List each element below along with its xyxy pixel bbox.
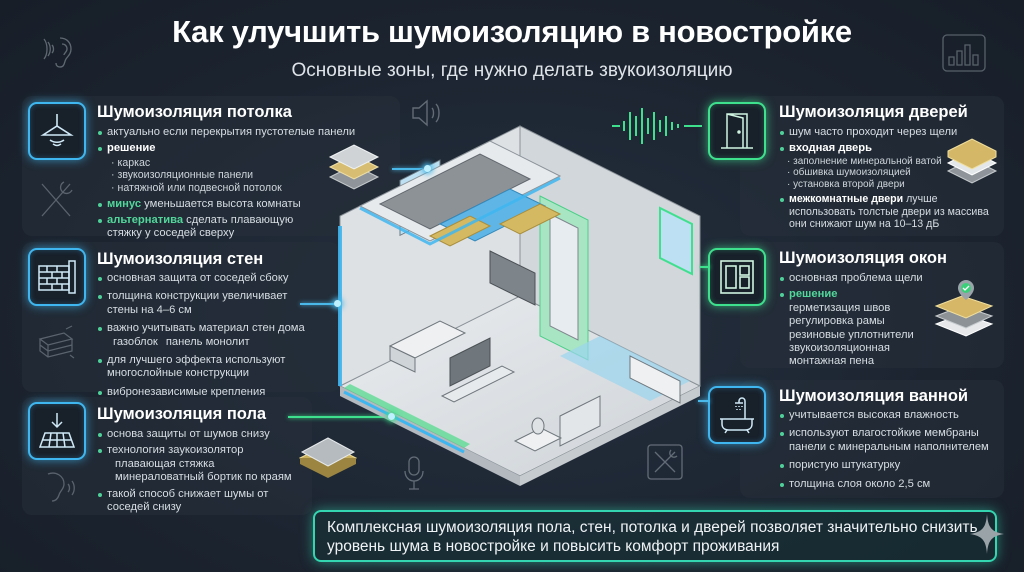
list-subitem: каркас xyxy=(97,157,387,170)
list-subitem: плавающая стяжка xyxy=(115,457,215,470)
list-item: основная защита от соседей сбоку xyxy=(97,272,327,285)
list-subitem: обшивка шумоизоляцией xyxy=(779,167,999,179)
list-subitem: резиновые уплотнители xyxy=(789,328,914,341)
ceiling-icon-box xyxy=(28,102,86,160)
bathroom-icon-box xyxy=(708,386,766,444)
list-subitem: регулировка рамы xyxy=(789,315,885,328)
list-subitem: звукоизоляционные панели xyxy=(97,169,387,182)
sparkle-icon xyxy=(970,514,1004,554)
sound-wave-icon xyxy=(612,108,702,144)
walls-title: Шумоизоляция стен xyxy=(97,250,264,268)
list-item: толщина слоя около 2,5 см xyxy=(779,478,1001,491)
list-subitem: герметизация швов xyxy=(789,301,891,314)
equalizer-chart-icon xyxy=(942,34,986,72)
page-subtitle: Основные зоны, где нужно делать звукоизо… xyxy=(291,60,733,81)
wall-blocks-icon xyxy=(38,325,75,359)
list-item: шум часто проходит через щели xyxy=(779,126,999,139)
page-title: Как улучшить шумоизоляцию в новостройке xyxy=(172,14,852,49)
list-item: вибронезависимые крепления xyxy=(97,386,327,399)
bathroom-panel xyxy=(740,380,1004,498)
brick-wall-icon xyxy=(38,260,76,294)
list-subitem: звукоизоляционная xyxy=(789,342,890,355)
windows-connector xyxy=(700,266,710,268)
door-icon xyxy=(721,113,753,149)
ceiling-layers-icon xyxy=(328,144,380,190)
list-item: основная проблема щели xyxy=(779,272,939,285)
walls-icon-box xyxy=(28,248,86,306)
list-subitem: заполнение минеральной ватой xyxy=(779,156,999,168)
ear-icon xyxy=(47,472,75,502)
floor-title: Шумоизоляция пола xyxy=(97,405,267,423)
list-item: альтернатива сделать плавающую стяжку у … xyxy=(97,214,307,241)
apartment-isometric-illustration xyxy=(338,125,702,486)
windows-title: Шумоизоляция окон xyxy=(779,249,947,267)
floor-list: основа защиты от шумов снизу технология … xyxy=(97,428,307,517)
speaker-sound-icon xyxy=(412,99,440,127)
floor-layers-icon xyxy=(298,437,358,478)
ear-sound-icon xyxy=(43,37,72,68)
list-item: используют влагостойкие мембраны панели … xyxy=(779,427,1001,454)
bathtub-shower-icon xyxy=(720,397,754,434)
list-subitem: установка второй двери xyxy=(779,179,999,191)
list-item: актуально если перекрытия пустотелые пан… xyxy=(97,126,387,139)
list-item: минус уменьшается высота комнаты xyxy=(97,198,387,211)
list-item: важно учитывать материал стен дома xyxy=(97,322,327,335)
list-item: технология заукоизолятор xyxy=(97,444,307,457)
walls-connector-dot xyxy=(334,300,341,307)
bathroom-list: учитывается высокая влажность используют… xyxy=(779,409,1001,494)
ceiling-title: Шумоизоляция потолка xyxy=(97,103,292,121)
list-subitem: монтажная пена xyxy=(789,355,875,368)
window-seal-layers-icon xyxy=(934,280,994,337)
bathroom-title: Шумоизоляция ванной xyxy=(779,387,969,405)
list-subitem: минераловатный бортик по краям xyxy=(115,471,292,484)
summary-banner: Комплексная шумоизоляция пола, стен, пот… xyxy=(313,510,997,562)
windows-icon-box xyxy=(708,248,766,306)
door-layers-icon xyxy=(946,138,998,184)
wrench-screwdriver-icon xyxy=(41,181,73,217)
list-item: учитывается высокая влажность xyxy=(779,409,1001,422)
ceiling-list: актуально если перекрытия пустотелые пан… xyxy=(97,126,387,244)
list-item: решение xyxy=(779,288,939,301)
doors-title: Шумоизоляция дверей xyxy=(779,103,968,121)
microphone-icon xyxy=(404,456,424,490)
doors-list: шум часто проходит через щели входная дв… xyxy=(779,126,999,234)
list-subitem: натяжной или подвесной потолок xyxy=(97,182,387,195)
ceiling-lamp-icon xyxy=(40,114,74,147)
floor-connector-dot xyxy=(388,413,395,420)
tools-icon xyxy=(647,444,683,480)
floor-connector xyxy=(288,416,388,418)
ceiling-connector xyxy=(392,168,428,170)
list-item: решение xyxy=(97,142,387,155)
list-item: основа защиты от шумов снизу xyxy=(97,428,307,441)
list-item: такой способ снижает шумы от соседей сни… xyxy=(97,488,277,515)
list-item: межкомнатные двери лучше использовать то… xyxy=(779,193,999,230)
bathroom-connector xyxy=(698,400,710,402)
walls-connector xyxy=(300,303,336,305)
list-item: толщина конструкции увеличивает стены на… xyxy=(97,290,317,317)
list-item: для лучшего эффекта используют многослой… xyxy=(97,354,317,381)
floor-tiles-arrow-icon xyxy=(38,413,76,448)
walls-list: основная защита от соседей сбоку толщина… xyxy=(97,272,327,402)
floor-icon-box xyxy=(28,402,86,460)
doors-icon-box xyxy=(708,102,766,160)
ceiling-connector-dot xyxy=(424,165,431,172)
window-icon xyxy=(720,260,754,294)
windows-list: основная проблема щели решение герметиза… xyxy=(779,272,939,369)
list-item: пористую штукатурку xyxy=(779,459,1001,472)
list-item: входная дверь xyxy=(779,142,999,155)
